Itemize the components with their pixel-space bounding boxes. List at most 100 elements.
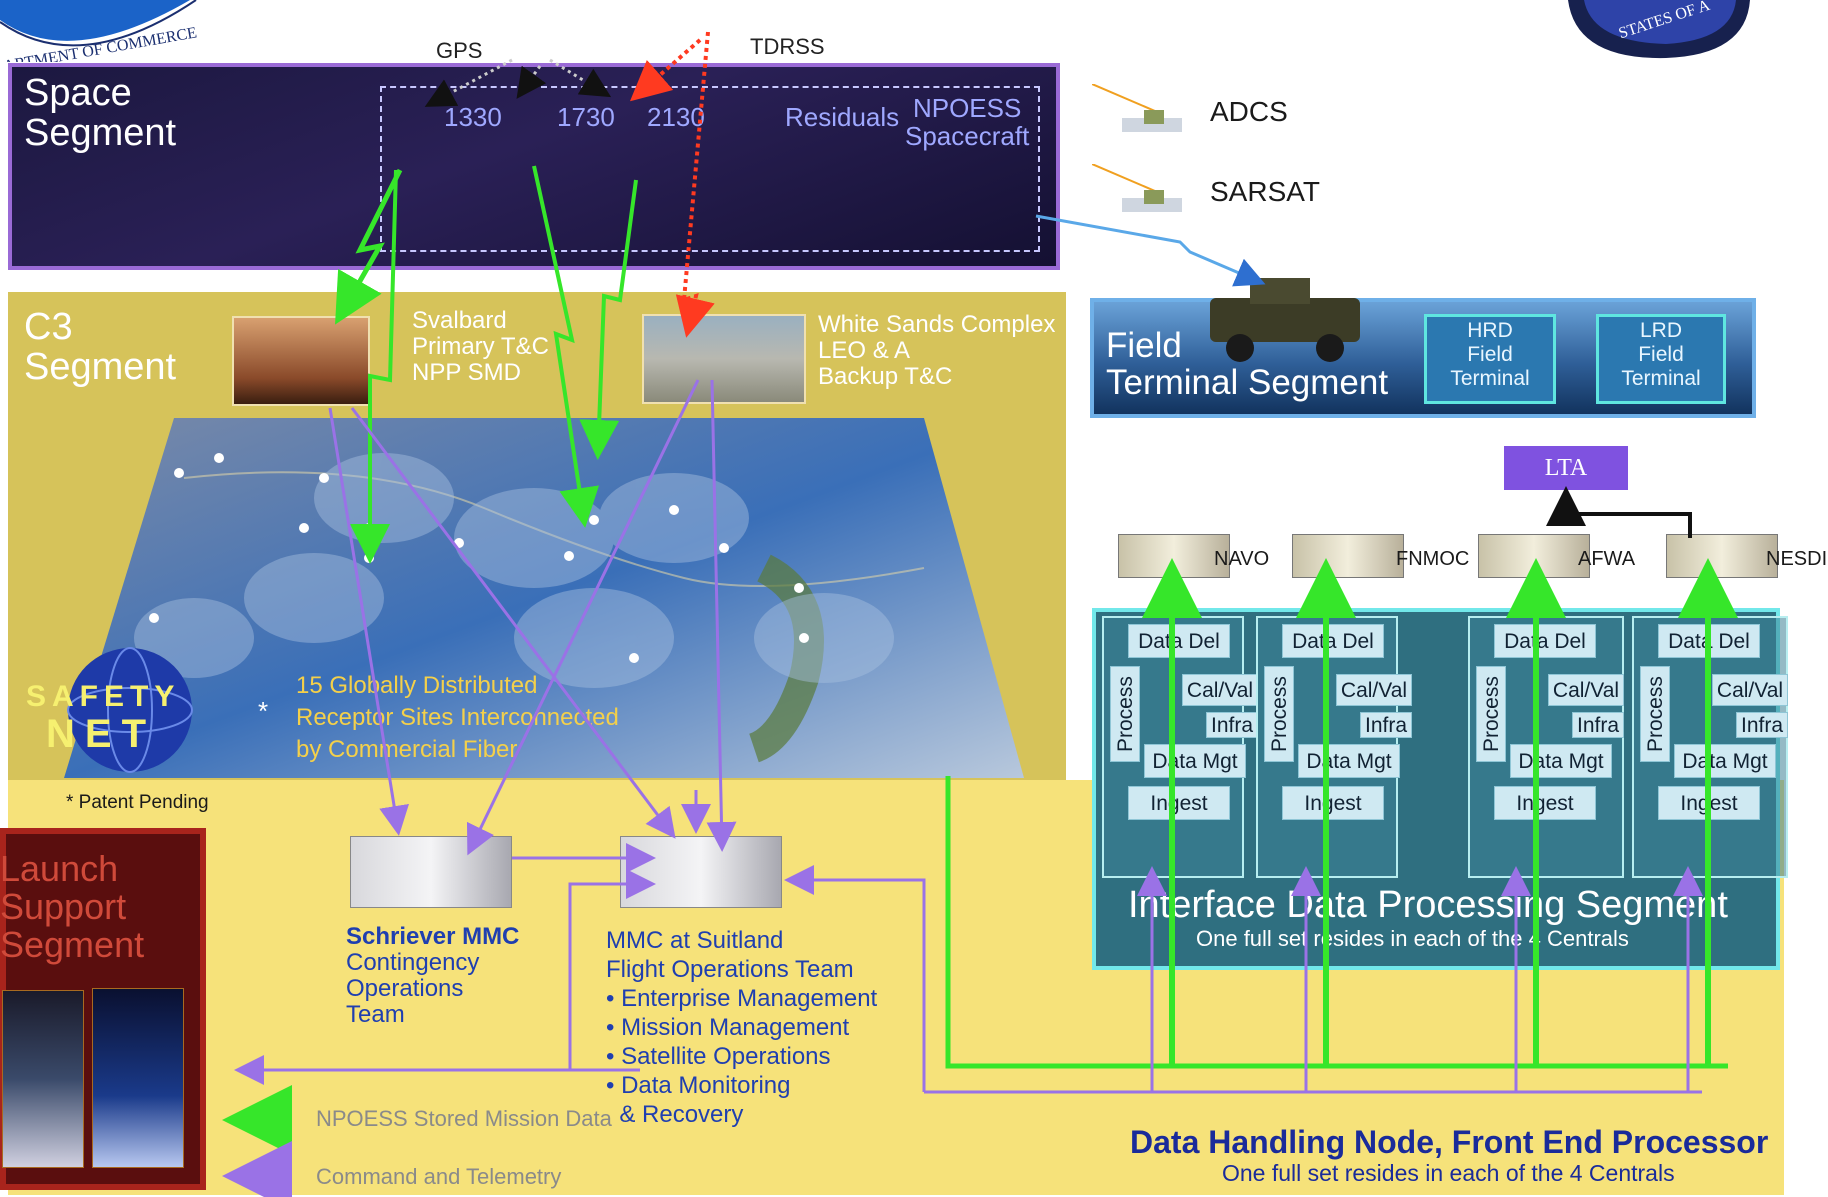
idp-chip-process: Process (1110, 666, 1140, 762)
idp-chip-infra: Infra (1572, 712, 1624, 738)
npoess-spacecraft-label: NPOESS Spacecraft (905, 94, 1029, 150)
launch-rocket-image-2 (92, 988, 184, 1168)
hrd-line3: Terminal (1450, 367, 1530, 390)
receptor-line2: Receptor Sites Interconnected (296, 704, 619, 731)
doc-seal-graphic: ARTMENT OF COMMERCE (0, 0, 198, 62)
sarsat-label: SARSAT (1210, 176, 1320, 207)
launch-title-line3: Segment (0, 924, 145, 965)
idp-chip-ingest: Ingest (1658, 786, 1760, 820)
receptor-sites-label: 15 Globally Distributed Receptor Sites I… (296, 670, 619, 766)
idp-chip-infra: Infra (1360, 712, 1412, 738)
white-sands-line3: Backup T&C (818, 363, 953, 390)
states-seal-graphic: STATES OF A (1568, 0, 1750, 59)
orbit-1330-label: 1330 (444, 102, 502, 132)
suitland-bullet3: • Satellite Operations (606, 1043, 831, 1070)
orbit-2130-label: 2130 (647, 102, 705, 132)
legend-purple-label: Command and Telemetry (316, 1164, 562, 1189)
patent-pending-note: * Patent Pending (66, 792, 209, 813)
launch-rocket-image-1 (2, 990, 84, 1168)
schriever-label: Schriever MMC Contingency Operations Tea… (346, 924, 519, 1028)
space-title-line2: Segment (24, 111, 177, 154)
schriever-line2: Operations (346, 975, 464, 1002)
idp-subtitle: One full set resides in each of the 4 Ce… (1196, 926, 1629, 951)
orbit-1730-label: 1730 (557, 102, 615, 132)
safety-net-logo: SAFETY NET * (20, 640, 280, 780)
idp-chip-ingest: Ingest (1282, 786, 1384, 820)
svalbard-line3: NPP SMD (412, 359, 521, 386)
central-navo-label: NAVO (1214, 548, 1270, 570)
launch-support-title: Launch Support Segment (0, 850, 144, 964)
npoess-line1: NPOESS (912, 93, 1022, 123)
svalbard-line2: Primary T&C (412, 333, 549, 360)
suitland-server-icon (620, 836, 782, 908)
schriever-line3: Team (346, 1001, 405, 1028)
white-sands-label: White Sands Complex LEO & A Backup T&C (818, 312, 1055, 390)
gps-label: GPS (436, 38, 483, 63)
lrd-line1: LRD (1639, 319, 1682, 342)
c3-title-line2: Segment (24, 345, 177, 388)
white-sands-name: White Sands Complex (818, 311, 1056, 338)
idp-chip-data-del: Data Del (1658, 624, 1760, 658)
adcs-label: ADCS (1210, 96, 1288, 127)
lrd-field-terminal-box: LRD Field Terminal (1596, 314, 1726, 404)
c3-title-line1: C3 (24, 306, 73, 348)
safety-net-graphic (67, 647, 193, 773)
svalbard-name: Svalbard (412, 307, 507, 334)
lta-box: LTA (1504, 446, 1628, 490)
svalbard-station-image (232, 316, 370, 406)
patent-asterisk: * (258, 696, 269, 726)
white-sands-line2: LEO & A (818, 337, 911, 364)
space-segment-title: Space Segment (24, 72, 177, 154)
npoess-line2: Spacecraft (905, 121, 1030, 151)
suitland-label: MMC at Suitland Flight Operations Team •… (606, 926, 877, 1129)
svalbard-label: Svalbard Primary T&C NPP SMD (412, 308, 549, 386)
lrd-line2: Field (1638, 343, 1684, 366)
suitland-bullet2: • Mission Management (606, 1014, 850, 1041)
launch-title-line2: Support (0, 886, 127, 927)
receptor-line3: by Commercial Fiber (296, 736, 518, 763)
dhn-subtitle: One full set resides in each of the 4 Ce… (1222, 1160, 1675, 1186)
idp-title: Interface Data Processing Segment (1128, 884, 1728, 926)
central-nesdis-label: NESDIS (1766, 548, 1828, 570)
idp-chip-data-del: Data Del (1128, 624, 1230, 658)
states-seal-logo: STATES OF A (1556, 0, 1756, 62)
suitland-line1: Flight Operations Team (606, 956, 854, 983)
schriever-title: Schriever MMC (346, 923, 520, 950)
idp-chip-ingest: Ingest (1128, 786, 1230, 820)
idp-chip-process: Process (1264, 666, 1294, 762)
schriever-server-icon (350, 836, 512, 908)
idp-chip-data-del: Data Del (1282, 624, 1384, 658)
central-afwa (1478, 534, 1590, 578)
field-title-line2: Terminal Segment (1106, 362, 1389, 402)
legend-green-label: NPOESS Stored Mission Data (316, 1106, 612, 1131)
central-nesdis (1666, 534, 1778, 578)
tdrss-label: TDRSS (750, 34, 825, 59)
lrd-line3: Terminal (1621, 367, 1701, 390)
field-terminal-title: Field Terminal Segment (1106, 326, 1389, 402)
suitland-title: MMC at Suitland (606, 927, 784, 954)
idp-chip-infra: Infra (1206, 712, 1258, 738)
idp-chip-cal-val: Cal/Val (1336, 674, 1412, 706)
hrd-line2: Field (1467, 343, 1513, 366)
central-fnmoc (1292, 534, 1404, 578)
humvee-image (1200, 268, 1370, 364)
idp-chip-cal-val: Cal/Val (1712, 674, 1788, 706)
central-fnmoc-label: FNMOC (1396, 548, 1470, 570)
idp-chip-data-mgt: Data Mgt (1674, 744, 1776, 778)
idp-chip-data-del: Data Del (1494, 624, 1596, 658)
lta-link (1546, 486, 1692, 538)
idp-chip-process: Process (1640, 666, 1670, 762)
idp-chip-cal-val: Cal/Val (1548, 674, 1624, 706)
dhn-title: Data Handling Node, Front End Processor (1130, 1124, 1769, 1160)
c3-segment-title: C3 Segment (24, 306, 177, 388)
idp-chip-data-mgt: Data Mgt (1510, 744, 1612, 778)
idp-chip-infra: Infra (1736, 712, 1788, 738)
safety-net-word1: SAFETY (26, 680, 181, 713)
central-afwa-label: AFWA (1578, 548, 1636, 570)
idp-chip-data-mgt: Data Mgt (1144, 744, 1246, 778)
suitland-bullet4: • Data Monitoring (606, 1072, 791, 1099)
space-title-line1: Space (24, 72, 132, 114)
white-sands-station-image (642, 314, 806, 404)
launch-title-line1: Launch (0, 848, 119, 889)
field-title-line1: Field (1106, 326, 1182, 365)
